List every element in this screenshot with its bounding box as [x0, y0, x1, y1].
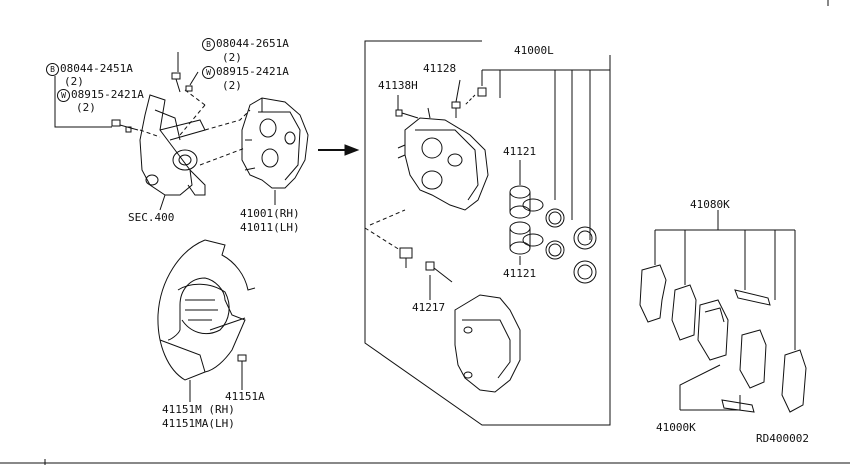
pad-leaders [654, 210, 796, 411]
upper-bolt [171, 72, 193, 93]
washer-badge-icon: W [57, 89, 70, 102]
pad-kit-upper-label: 41080K [690, 198, 730, 211]
caliper-bolt-label: 41138H [378, 79, 418, 92]
bolt-b-left-qty: (2) [64, 75, 84, 88]
caliper-rh-label: 41001(RH) [240, 207, 300, 220]
guide-pin-label: 41217 [412, 301, 446, 314]
brake-pads [639, 264, 807, 413]
steering-knuckle [139, 94, 206, 196]
knuckle-ref-label: SEC.400 [128, 211, 175, 224]
washer-w-upper-qty: (2) [222, 79, 242, 92]
washer-badge-icon: W [202, 66, 215, 79]
left-group-leaders [54, 52, 251, 211]
bleeder-label: 41128 [423, 62, 457, 75]
caliper-lh-label: 41011(LH) [240, 221, 300, 234]
left-bolt [111, 119, 139, 133]
shield-rh-label: 41151M (RH) [162, 403, 235, 416]
bolt-b-upper-qty: (2) [222, 51, 242, 64]
bleeder-screw [451, 79, 487, 118]
washer-w-upper-part: 08915-2421A [216, 65, 289, 78]
caliper-kit-label: 41000L [514, 44, 554, 57]
bolt-badge-icon: B [46, 63, 59, 76]
washer-w-left-qty: (2) [76, 101, 96, 114]
diagram-code: RD400002 [756, 432, 809, 445]
bolt-b-left-part: 08044-2451A [60, 62, 133, 75]
caliper-kit-frame [364, 40, 611, 426]
shield-bolt-label: 41151A [225, 390, 265, 403]
shield-lh-label: 41151MA(LH) [162, 417, 235, 430]
disc-shield [157, 239, 256, 402]
washer-w-left-part: 08915-2421A [71, 88, 144, 101]
bolt-badge-icon: B [202, 38, 215, 51]
caliper-body [397, 107, 489, 211]
guide-pin [364, 209, 453, 300]
caliper-bolt [395, 95, 419, 119]
piston-seals [545, 208, 597, 284]
caliper-bracket [454, 294, 521, 393]
piston-upper-label: 41121 [503, 145, 537, 158]
piston-upper [509, 160, 544, 219]
direction-arrow [318, 144, 360, 156]
caliper-assembly-left [241, 97, 309, 205]
piston-lower [509, 221, 544, 265]
bolt-b-upper-part: 08044-2651A [216, 37, 289, 50]
pad-kit-lower-label: 41000K [656, 421, 696, 434]
piston-lower-label: 41121 [503, 267, 537, 280]
